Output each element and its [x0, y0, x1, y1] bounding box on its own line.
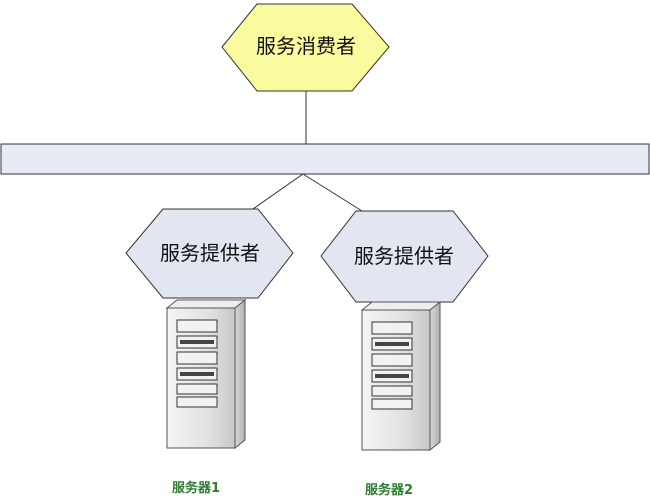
bus-to-provider2-line	[302, 173, 363, 212]
service-bus	[0, 143, 650, 175]
provider2-hexagon	[320, 210, 489, 303]
consumer-label: 服务消费者	[256, 34, 356, 58]
consumer-hexagon	[221, 3, 390, 92]
server1-icon	[166, 299, 246, 449]
provider1-label: 服务提供者	[160, 241, 260, 265]
provider1-hexagon	[125, 208, 294, 299]
server1-label: 服务器1	[172, 480, 220, 496]
bus-to-provider1-line	[249, 173, 304, 212]
provider2-label: 服务提供者	[354, 244, 454, 268]
server2-label: 服务器2	[365, 482, 413, 498]
server2-icon	[361, 301, 441, 451]
